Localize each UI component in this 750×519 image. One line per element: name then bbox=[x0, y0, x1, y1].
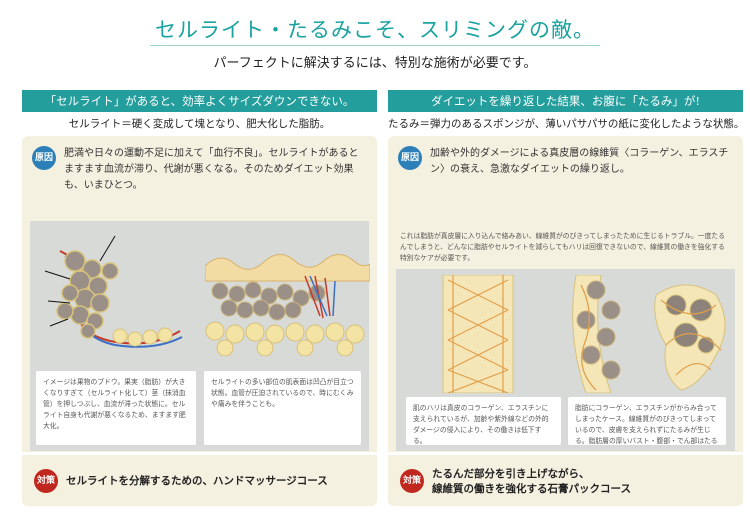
cause-badge: 原因 bbox=[398, 146, 422, 170]
sagging-section: ダイエットを繰り返した結果、お腹に「たるみ」が! たるみ＝弾力のあるスポンジが、… bbox=[388, 90, 743, 506]
stretched-fiber-illustration bbox=[572, 275, 621, 393]
cellulite-definition: セルライト＝硬く変成して塊となり、肥大化した脂肪。 bbox=[68, 118, 331, 130]
firmness-note: 肌のハリは真皮のコラーゲン、エラスチンに支えられているが、加齢や紫外線などの外的… bbox=[406, 397, 561, 445]
grape-analogy-note: イメージは果物のブドウ。果実（脂肪）が大きくなりすぎて（セルライト化して）茎（抹… bbox=[36, 371, 196, 445]
sagging-heading: ダイエットを繰り返した結果、お腹に「たるみ」が! bbox=[388, 90, 743, 112]
divider bbox=[388, 452, 743, 454]
action-badge: 対策 bbox=[34, 469, 58, 493]
title-divider bbox=[150, 45, 600, 46]
page-title: セルライト・たるみこそ、スリミングの敵。 bbox=[155, 18, 595, 42]
cellulite-section: 「セルライト」があると、効率よくサイズダウンできない。 セルライト＝硬く変成して… bbox=[22, 90, 377, 506]
cellulite-course: セルライトを分解するための、ハンドマッサージコース bbox=[66, 475, 328, 487]
cellulite-heading: 「セルライト」があると、効率よくサイズダウンできない。 bbox=[22, 90, 377, 112]
cellulite-cause-text: 肥満や日々の運動不足に加えて「血行不良」。セルライトがあるとますます血流が滞り、… bbox=[64, 148, 359, 191]
sagging-course-line2: 線維質の働きを強化する石膏パックコース bbox=[432, 483, 631, 495]
action-badge: 対策 bbox=[400, 469, 424, 493]
cause-badge: 原因 bbox=[32, 146, 56, 170]
page-subtitle: パーフェクトに解決するには、特別な施術が必要です。 bbox=[213, 56, 537, 71]
divider bbox=[22, 452, 377, 454]
tangled-fat-fiber-illustration bbox=[654, 284, 726, 391]
sagging-action: 対策 たるんだ部分を引き上げながら、 線維質の働きを強化する石膏パックコース bbox=[388, 454, 743, 506]
healthy-fiber-illustration bbox=[442, 275, 514, 393]
sagging-course: たるんだ部分を引き上げながら、 線維質の働きを強化する石膏パックコース bbox=[432, 467, 735, 497]
sagging-cause-text: 加齢や外的ダメージによる真皮層の線維質〈コラーゲン、エラスチン〉の衰え、急激なダ… bbox=[430, 148, 729, 175]
sagging-illustration-area: 肌のハリは真皮のコラーゲン、エラスチンに支えられているが、加齢や紫外線などの外的… bbox=[396, 269, 735, 451]
sagging-cause: 原因 加齢や外的ダメージによる真皮層の線維質〈コラーゲン、エラスチン〉の衰え、急… bbox=[398, 146, 733, 178]
cellulite-cause: 原因 肥満や日々の運動不足に加えて「血行不良」。セルライトがあるとますます血流が… bbox=[32, 146, 367, 194]
skin-cross-section-illustration bbox=[205, 254, 370, 356]
cellulite-action: 対策 セルライトを分解するための、ハンドマッサージコース bbox=[22, 454, 377, 506]
sagging-course-line1: たるんだ部分を引き上げながら、 bbox=[432, 468, 590, 480]
grape-cluster-illustration bbox=[44, 235, 183, 348]
tangled-fat-note: 脂肪にコラーゲン、エラスチンがからみ合ってしまったケース。線維質がのびきってしま… bbox=[568, 397, 726, 445]
cellulite-illustration-area: イメージは果物のブドウ。果実（脂肪）が大きくなりすぎて（セルライト化して）茎（抹… bbox=[30, 221, 370, 451]
sagging-detail-text: これは脂肪が真皮層に入り込んで絡みあい、線維質がのびきってしまったために生じるト… bbox=[400, 232, 726, 262]
skin-surface-note: セルライトの多い部位の肌表面は凹凸が目立つ状態。血管が圧迫されているので、時にむ… bbox=[204, 371, 361, 445]
cellulite-panel: 原因 肥満や日々の運動不足に加えて「血行不良」。セルライトがあるとますます血流が… bbox=[22, 136, 377, 506]
sagging-definition: たるみ＝弾力のあるスポンジが、薄いパサパサの紙に変化したような状態。 bbox=[388, 118, 743, 130]
sagging-panel: 原因 加齢や外的ダメージによる真皮層の線維質〈コラーゲン、エラスチン〉の衰え、急… bbox=[388, 136, 743, 506]
